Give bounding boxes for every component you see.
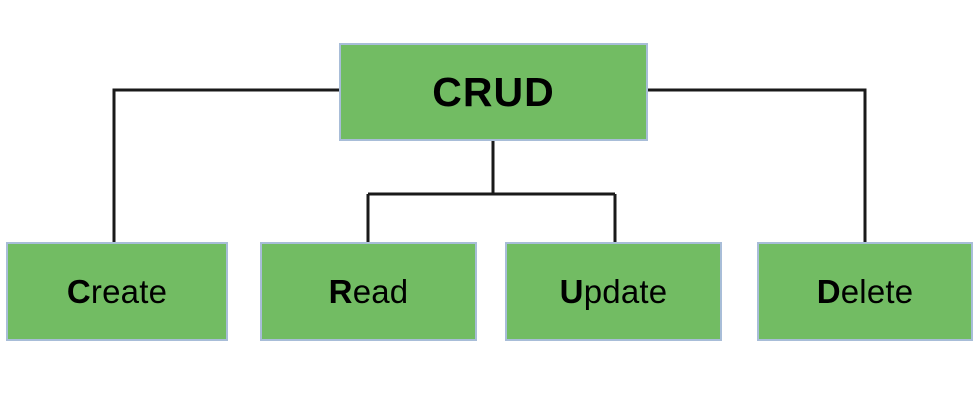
node-delete[interactable]: Delete (757, 242, 973, 341)
node-create-rest: reate (90, 273, 168, 310)
node-crud-label: CRUD (432, 68, 555, 115)
node-read-label: Read (329, 275, 409, 308)
node-create-initial: C (66, 273, 91, 310)
node-read[interactable]: Read (260, 242, 477, 341)
node-update[interactable]: Update (505, 242, 722, 341)
node-read-rest: ead (352, 273, 409, 310)
connector-crud-to-create (112, 88, 339, 242)
node-delete-rest: elete (840, 273, 914, 310)
connector-crud-to-delete (648, 88, 867, 242)
node-crud[interactable]: CRUD (339, 43, 648, 141)
node-create[interactable]: Create (6, 242, 228, 341)
node-delete-label: Delete (817, 275, 914, 308)
node-create-label: Create (67, 275, 167, 308)
node-update-initial: U (559, 273, 584, 310)
node-read-initial: R (328, 273, 353, 310)
node-update-label: Update (560, 275, 668, 308)
node-delete-initial: D (816, 273, 841, 310)
node-update-rest: pdate (583, 273, 668, 310)
